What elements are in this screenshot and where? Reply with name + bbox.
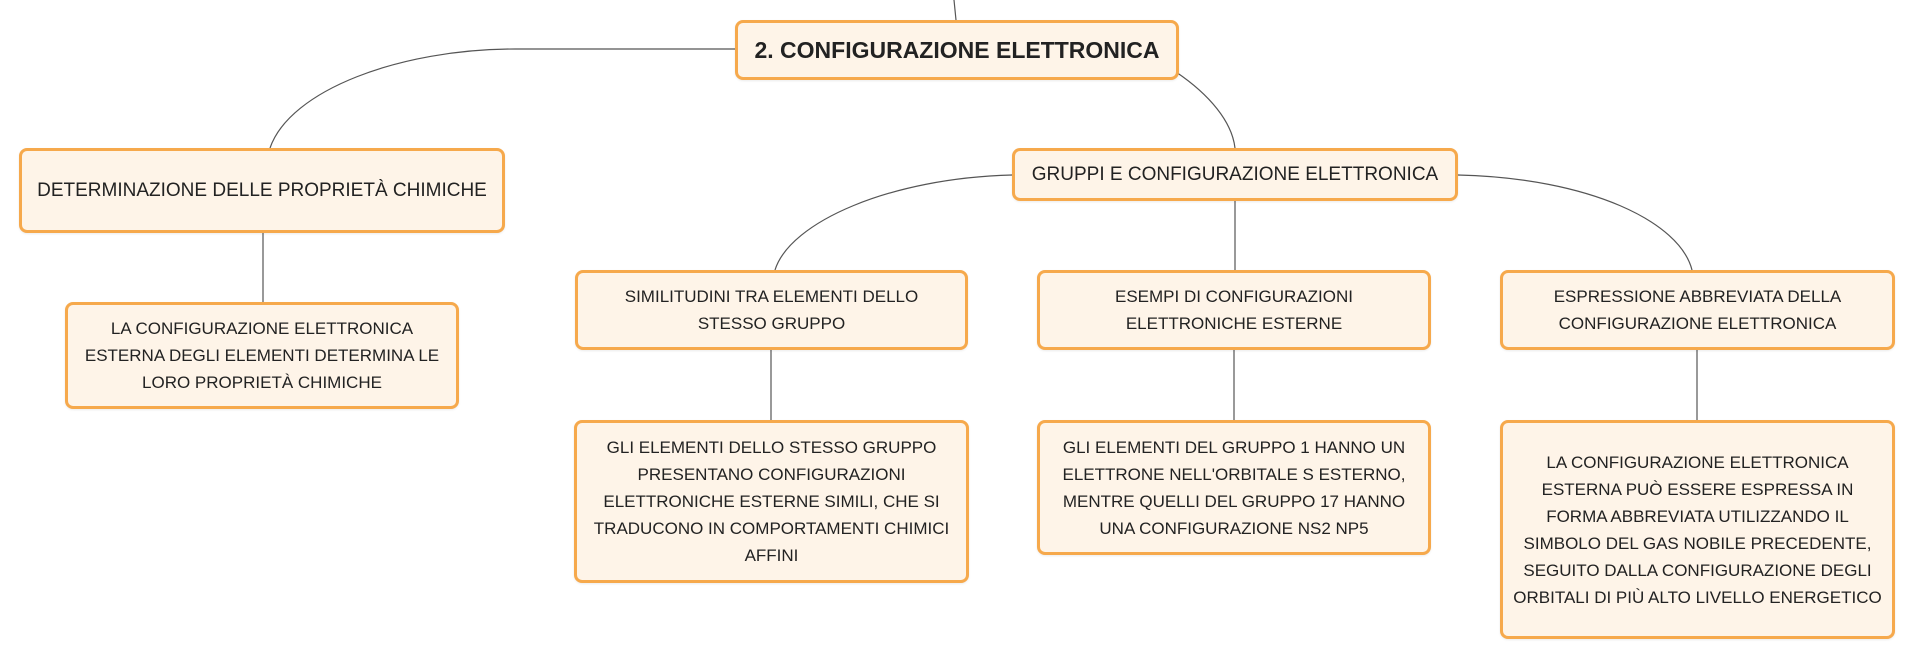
node-espressione-detail[interactable]: LA CONFIGURAZIONE ELETTRONICA ESTERNA PU… xyxy=(1500,420,1895,639)
node-espressione-detail-text: LA CONFIGURAZIONE ELETTRONICA ESTERNA PU… xyxy=(1513,452,1882,607)
node-esempi-label: ESEMPI DI CONFIGURAZIONI ELETTRONICHE ES… xyxy=(1114,287,1354,333)
node-espressione-abbreviata[interactable]: ESPRESSIONE ABBREVIATA DELLA CONFIGURAZI… xyxy=(1500,270,1895,350)
node-similitudini-detail-text: GLI ELEMENTI DELLO STESSO GRUPPO PRESENT… xyxy=(593,438,950,565)
node-gruppi-configurazione-label: GRUPPI E CONFIGURAZIONE ELETTRONICA xyxy=(1031,164,1439,185)
node-gruppi-configurazione[interactable]: GRUPPI E CONFIGURAZIONE ELETTRONICA xyxy=(1012,148,1458,201)
root-node-label: 2. CONFIGURAZIONE ELETTRONICA xyxy=(754,37,1160,63)
connector-top-parent xyxy=(953,0,957,21)
node-similitudini-detail[interactable]: GLI ELEMENTI DELLO STESSO GRUPPO PRESENT… xyxy=(574,420,969,583)
node-esempi-detail[interactable]: GLI ELEMENTI DEL GRUPPO 1 HANNO UN ELETT… xyxy=(1037,420,1431,555)
node-similitudini[interactable]: SIMILITUDINI TRA ELEMENTI DELLO STESSO G… xyxy=(575,270,968,350)
node-esempi[interactable]: ESEMPI DI CONFIGURAZIONI ELETTRONICHE ES… xyxy=(1037,270,1431,350)
node-determinazione-proprieta[interactable]: DETERMINAZIONE DELLE PROPRIETÀ CHIMICHE xyxy=(19,148,505,233)
node-espressione-abbreviata-label: ESPRESSIONE ABBREVIATA DELLA CONFIGURAZI… xyxy=(1553,287,1842,333)
node-similitudini-label: SIMILITUDINI TRA ELEMENTI DELLO STESSO G… xyxy=(624,287,919,333)
node-esempi-detail-text: GLI ELEMENTI DEL GRUPPO 1 HANNO UN ELETT… xyxy=(1062,437,1406,538)
node-proprieta-detail[interactable]: LA CONFIGURAZIONE ELETTRONICA ESTERNA DE… xyxy=(65,302,459,409)
root-node[interactable]: 2. CONFIGURAZIONE ELETTRONICA xyxy=(735,20,1179,80)
connector-gruppi-to-espressione xyxy=(1457,174,1693,271)
connector-gruppi-to-similitudini xyxy=(774,174,1013,271)
node-determinazione-proprieta-label: DETERMINAZIONE DELLE PROPRIETÀ CHIMICHE xyxy=(37,180,487,201)
connector-root-to-proprieta xyxy=(269,48,735,149)
node-proprieta-detail-text: LA CONFIGURAZIONE ELETTRONICA ESTERNA DE… xyxy=(84,319,440,392)
connector-root-to-gruppi xyxy=(1175,71,1236,149)
